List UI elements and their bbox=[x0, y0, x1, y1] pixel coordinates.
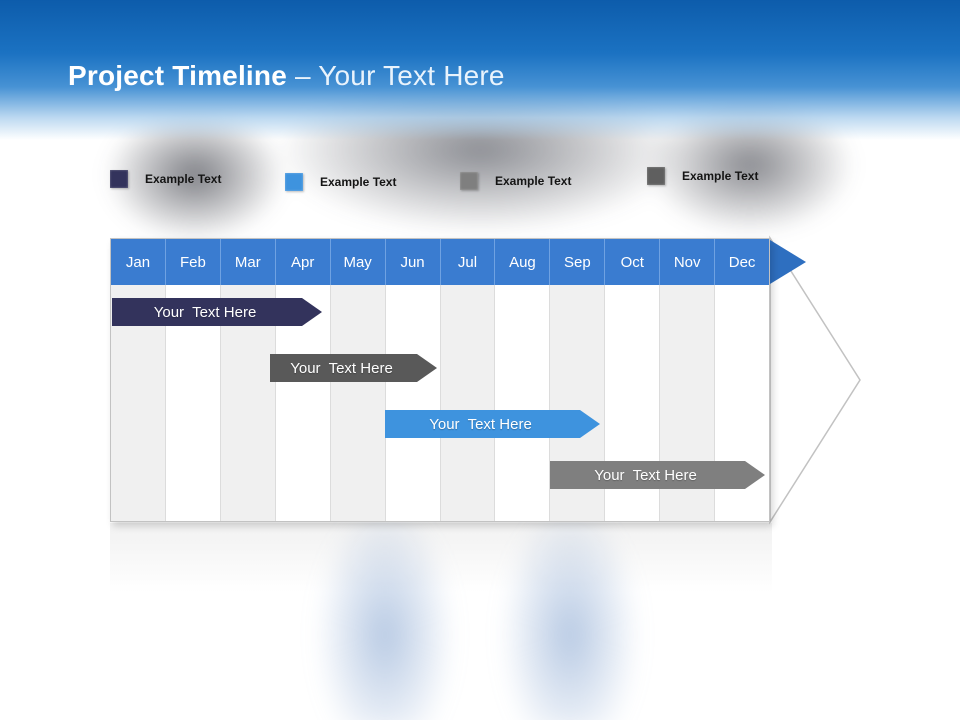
month-header-cell: May bbox=[330, 239, 386, 285]
legend-swatch bbox=[285, 173, 303, 191]
legend-swatch bbox=[460, 172, 478, 190]
title-suffix: – Your Text Here bbox=[294, 60, 505, 91]
legend-item: Example Text bbox=[647, 167, 758, 185]
legend-swatch bbox=[110, 170, 128, 188]
task-bar: Your Text Here bbox=[112, 298, 322, 326]
month-body-column bbox=[440, 285, 496, 521]
timeline-reflection bbox=[110, 523, 772, 593]
month-header-cell: Feb bbox=[165, 239, 221, 285]
month-body-column bbox=[385, 285, 441, 521]
legend-label: Example Text bbox=[682, 169, 759, 183]
legend-item: Example Text bbox=[460, 172, 571, 190]
task-bar: Your Text Here bbox=[270, 354, 437, 382]
task-bar: Your Text Here bbox=[385, 410, 600, 438]
legend-swatch bbox=[647, 167, 665, 185]
month-header-cell: Jul bbox=[440, 239, 496, 285]
slide-title: Project Timeline – Your Text Here bbox=[68, 60, 505, 92]
month-header-cell: Dec bbox=[715, 239, 770, 285]
month-header-cell: Oct bbox=[605, 239, 661, 285]
legend-label: Example Text bbox=[145, 172, 222, 186]
month-header-cell: Nov bbox=[660, 239, 716, 285]
month-header-cell: Aug bbox=[495, 239, 551, 285]
header-arrowhead-icon bbox=[770, 240, 806, 284]
legend-item: Example Text bbox=[110, 170, 221, 188]
legend-item: Example Text bbox=[285, 173, 396, 191]
month-header-cell: Jan bbox=[111, 239, 166, 285]
month-header-cell: Mar bbox=[220, 239, 276, 285]
legend-label: Example Text bbox=[495, 174, 572, 188]
month-header-cell: Jun bbox=[385, 239, 441, 285]
month-body-column bbox=[330, 285, 386, 521]
timeline-arrow-tip bbox=[769, 235, 861, 525]
month-body-column bbox=[495, 285, 551, 521]
month-header-cell: Apr bbox=[275, 239, 331, 285]
title-main: Project Timeline bbox=[68, 60, 287, 91]
month-header-cell: Sep bbox=[550, 239, 606, 285]
task-bar: Your Text Here bbox=[550, 461, 765, 489]
legend-label: Example Text bbox=[320, 175, 397, 189]
